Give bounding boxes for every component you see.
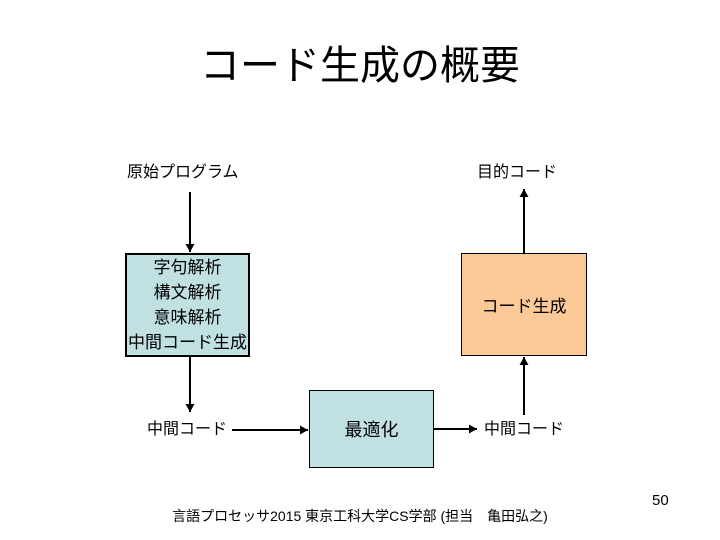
intermediate-code-right-label: 中間コード [484, 421, 565, 438]
analysis-box-line: 意味解析 [153, 308, 222, 327]
analysis-box-line: 字句解析 [153, 258, 222, 277]
page-number: 50 [652, 492, 669, 509]
code-generation-box-label: コード生成 [481, 297, 567, 316]
slide-title: コード生成の概要 [200, 44, 520, 88]
source-program-label: 原始プログラム [127, 164, 239, 181]
analysis-box: 字句解析 構文解析 意味解析 中間コード生成 [125, 253, 250, 357]
code-generation-box: コード生成 [461, 253, 587, 356]
analysis-box-line: 構文解析 [153, 283, 222, 302]
slide-footer: 言語プロセッサ2015 東京工科大学CS学部 (担当 亀田弘之) [172, 508, 548, 524]
object-code-label: 目的コード [477, 164, 558, 181]
intermediate-code-left-label: 中間コード [147, 421, 228, 438]
optimization-box-label: 最適化 [344, 420, 399, 440]
optimization-box: 最適化 [309, 390, 434, 468]
analysis-box-line: 中間コード生成 [128, 333, 247, 352]
